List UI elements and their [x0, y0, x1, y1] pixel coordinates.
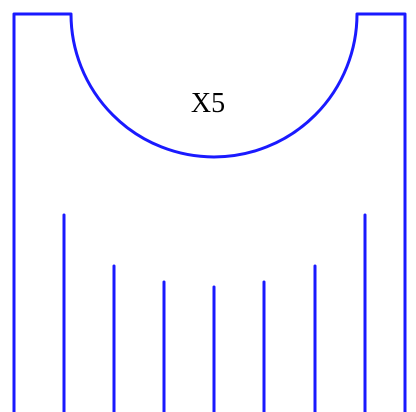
outer-profile — [12, 12, 407, 412]
diagram-label: X5 — [191, 88, 225, 119]
